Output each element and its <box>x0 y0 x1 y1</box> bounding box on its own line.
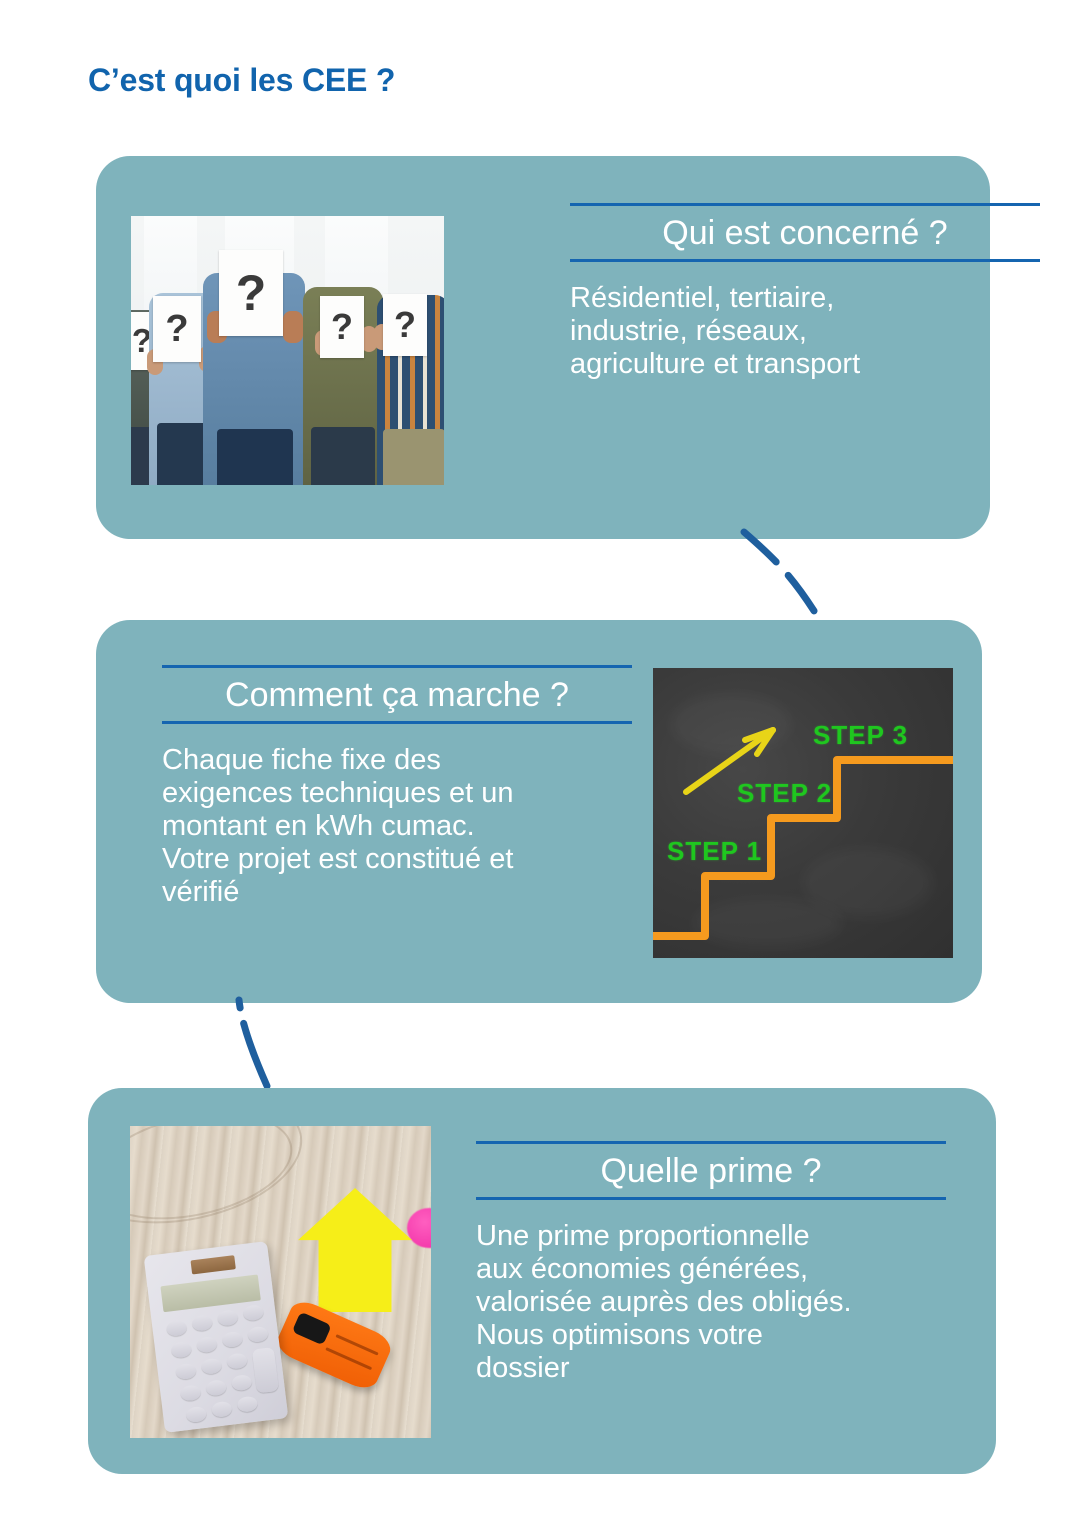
connector-1-dashed-path <box>740 528 820 618</box>
calculator-house-car-photo <box>130 1126 431 1438</box>
photo3-calculator-key <box>170 1341 193 1359</box>
photo3-car-line-1 <box>335 1334 379 1356</box>
heading-rule-top-1 <box>570 203 1040 206</box>
photo3-calculator <box>143 1241 289 1433</box>
text-block-quelle-prime: Quelle prime ? Une prime proportionnelle… <box>476 1141 946 1385</box>
chalkboard-steps-photo: STEP 1 STEP 2 STEP 3 <box>653 668 953 958</box>
photo1-question-glyph-3: ? <box>235 265 267 321</box>
photo3-calculator-key <box>236 1395 259 1413</box>
photo3-calculator-key <box>205 1379 228 1397</box>
text-block-qui-est-concerne: Qui est concerné ? Résidentiel, tertiair… <box>570 203 1040 381</box>
photo1-question-sign-3: ? <box>219 250 283 336</box>
card-body-quelle-prime: Une prime proportionnelle aux économies … <box>476 1219 852 1384</box>
connector-2-dashed-path <box>235 996 271 1090</box>
photo3-calculator-key <box>247 1325 269 1344</box>
photo2-staircase-path <box>653 756 953 940</box>
photo1-question-glyph-4: ? <box>331 306 353 347</box>
people-holding-question-mark-signs-photo: ? ? ? ? ? <box>131 216 444 485</box>
photo3-car-line-2 <box>325 1347 373 1371</box>
photo1-hand-3b <box>283 311 303 343</box>
photo1-question-sign-4: ? <box>320 296 364 358</box>
photo1-legs-5 <box>383 429 444 485</box>
photo3-calculator-key <box>165 1319 188 1337</box>
card-heading-quelle-prime: Quelle prime ? <box>600 1152 822 1190</box>
photo3-calculator-solar-panel <box>190 1255 236 1275</box>
heading-rule-top-3 <box>476 1141 946 1144</box>
photo1-question-glyph-1: ? <box>131 322 153 359</box>
card-heading-comment-ca-marche: Comment ça marche ? <box>225 676 569 714</box>
photo1-question-sign-5: ? <box>383 294 427 356</box>
connector-card2-to-card3 <box>235 996 271 1090</box>
photo2-arrow-up-icon <box>683 727 776 795</box>
photo3-calculator-key <box>196 1336 218 1354</box>
photo1-question-glyph-5: ? <box>394 304 416 345</box>
photo3-calculator-key <box>211 1400 233 1418</box>
photo1-legs-3 <box>217 429 293 485</box>
photo1-question-sign-2: ? <box>153 296 201 362</box>
card-quelle-prime: Quelle prime ? Une prime proportionnelle… <box>88 1088 996 1474</box>
photo2-step-label-2: STEP 2 <box>737 778 833 808</box>
photo1-legs-4 <box>311 427 375 485</box>
card-body-comment-ca-marche: Chaque fiche fixe des exigences techniqu… <box>162 743 514 908</box>
photo3-car-window <box>291 1311 332 1346</box>
photo3-calculator-key <box>175 1362 197 1381</box>
photo3-calculator-key <box>242 1304 265 1322</box>
photo3-calculator-key <box>185 1405 208 1424</box>
heading-rule-bottom-2 <box>162 720 632 724</box>
heading-rule-top-2 <box>162 665 632 668</box>
photo2-step-label-3: STEP 3 <box>813 720 909 750</box>
photo3-calculator-key <box>216 1309 239 1327</box>
photo1-question-glyph-2: ? <box>165 307 189 350</box>
photo3-calculator-key <box>221 1330 244 1349</box>
page-title: C’est quoi les CEE ? <box>88 62 396 98</box>
text-block-comment-ca-marche: Comment ça marche ? Chaque fiche fixe de… <box>162 665 632 909</box>
photo3-calculator-key <box>200 1357 223 1375</box>
photo2-staircase <box>653 756 953 940</box>
photo2-step-label-1: STEP 1 <box>667 836 763 866</box>
card-heading-qui-est-concerne: Qui est concerné ? <box>662 214 948 252</box>
photo3-calculator-key <box>191 1314 214 1332</box>
heading-rule-bottom-1 <box>570 258 1040 262</box>
photo3-calculator-key <box>226 1352 248 1370</box>
photo3-calculator-key <box>179 1384 202 1402</box>
card-comment-ca-marche: Comment ça marche ? Chaque fiche fixe de… <box>96 620 982 1003</box>
photo1-hand-4b <box>361 326 377 352</box>
photo3-calculator-key <box>230 1374 253 1392</box>
heading-rule-bottom-3 <box>476 1196 946 1200</box>
connector-card1-to-card2 <box>740 528 820 618</box>
photo3-calculator-plus-key <box>251 1347 280 1394</box>
card-qui-est-concerne: ? ? ? ? ? Qui es <box>96 156 1040 539</box>
card-body-qui-est-concerne: Résidentiel, tertiaire, industrie, résea… <box>570 281 861 380</box>
